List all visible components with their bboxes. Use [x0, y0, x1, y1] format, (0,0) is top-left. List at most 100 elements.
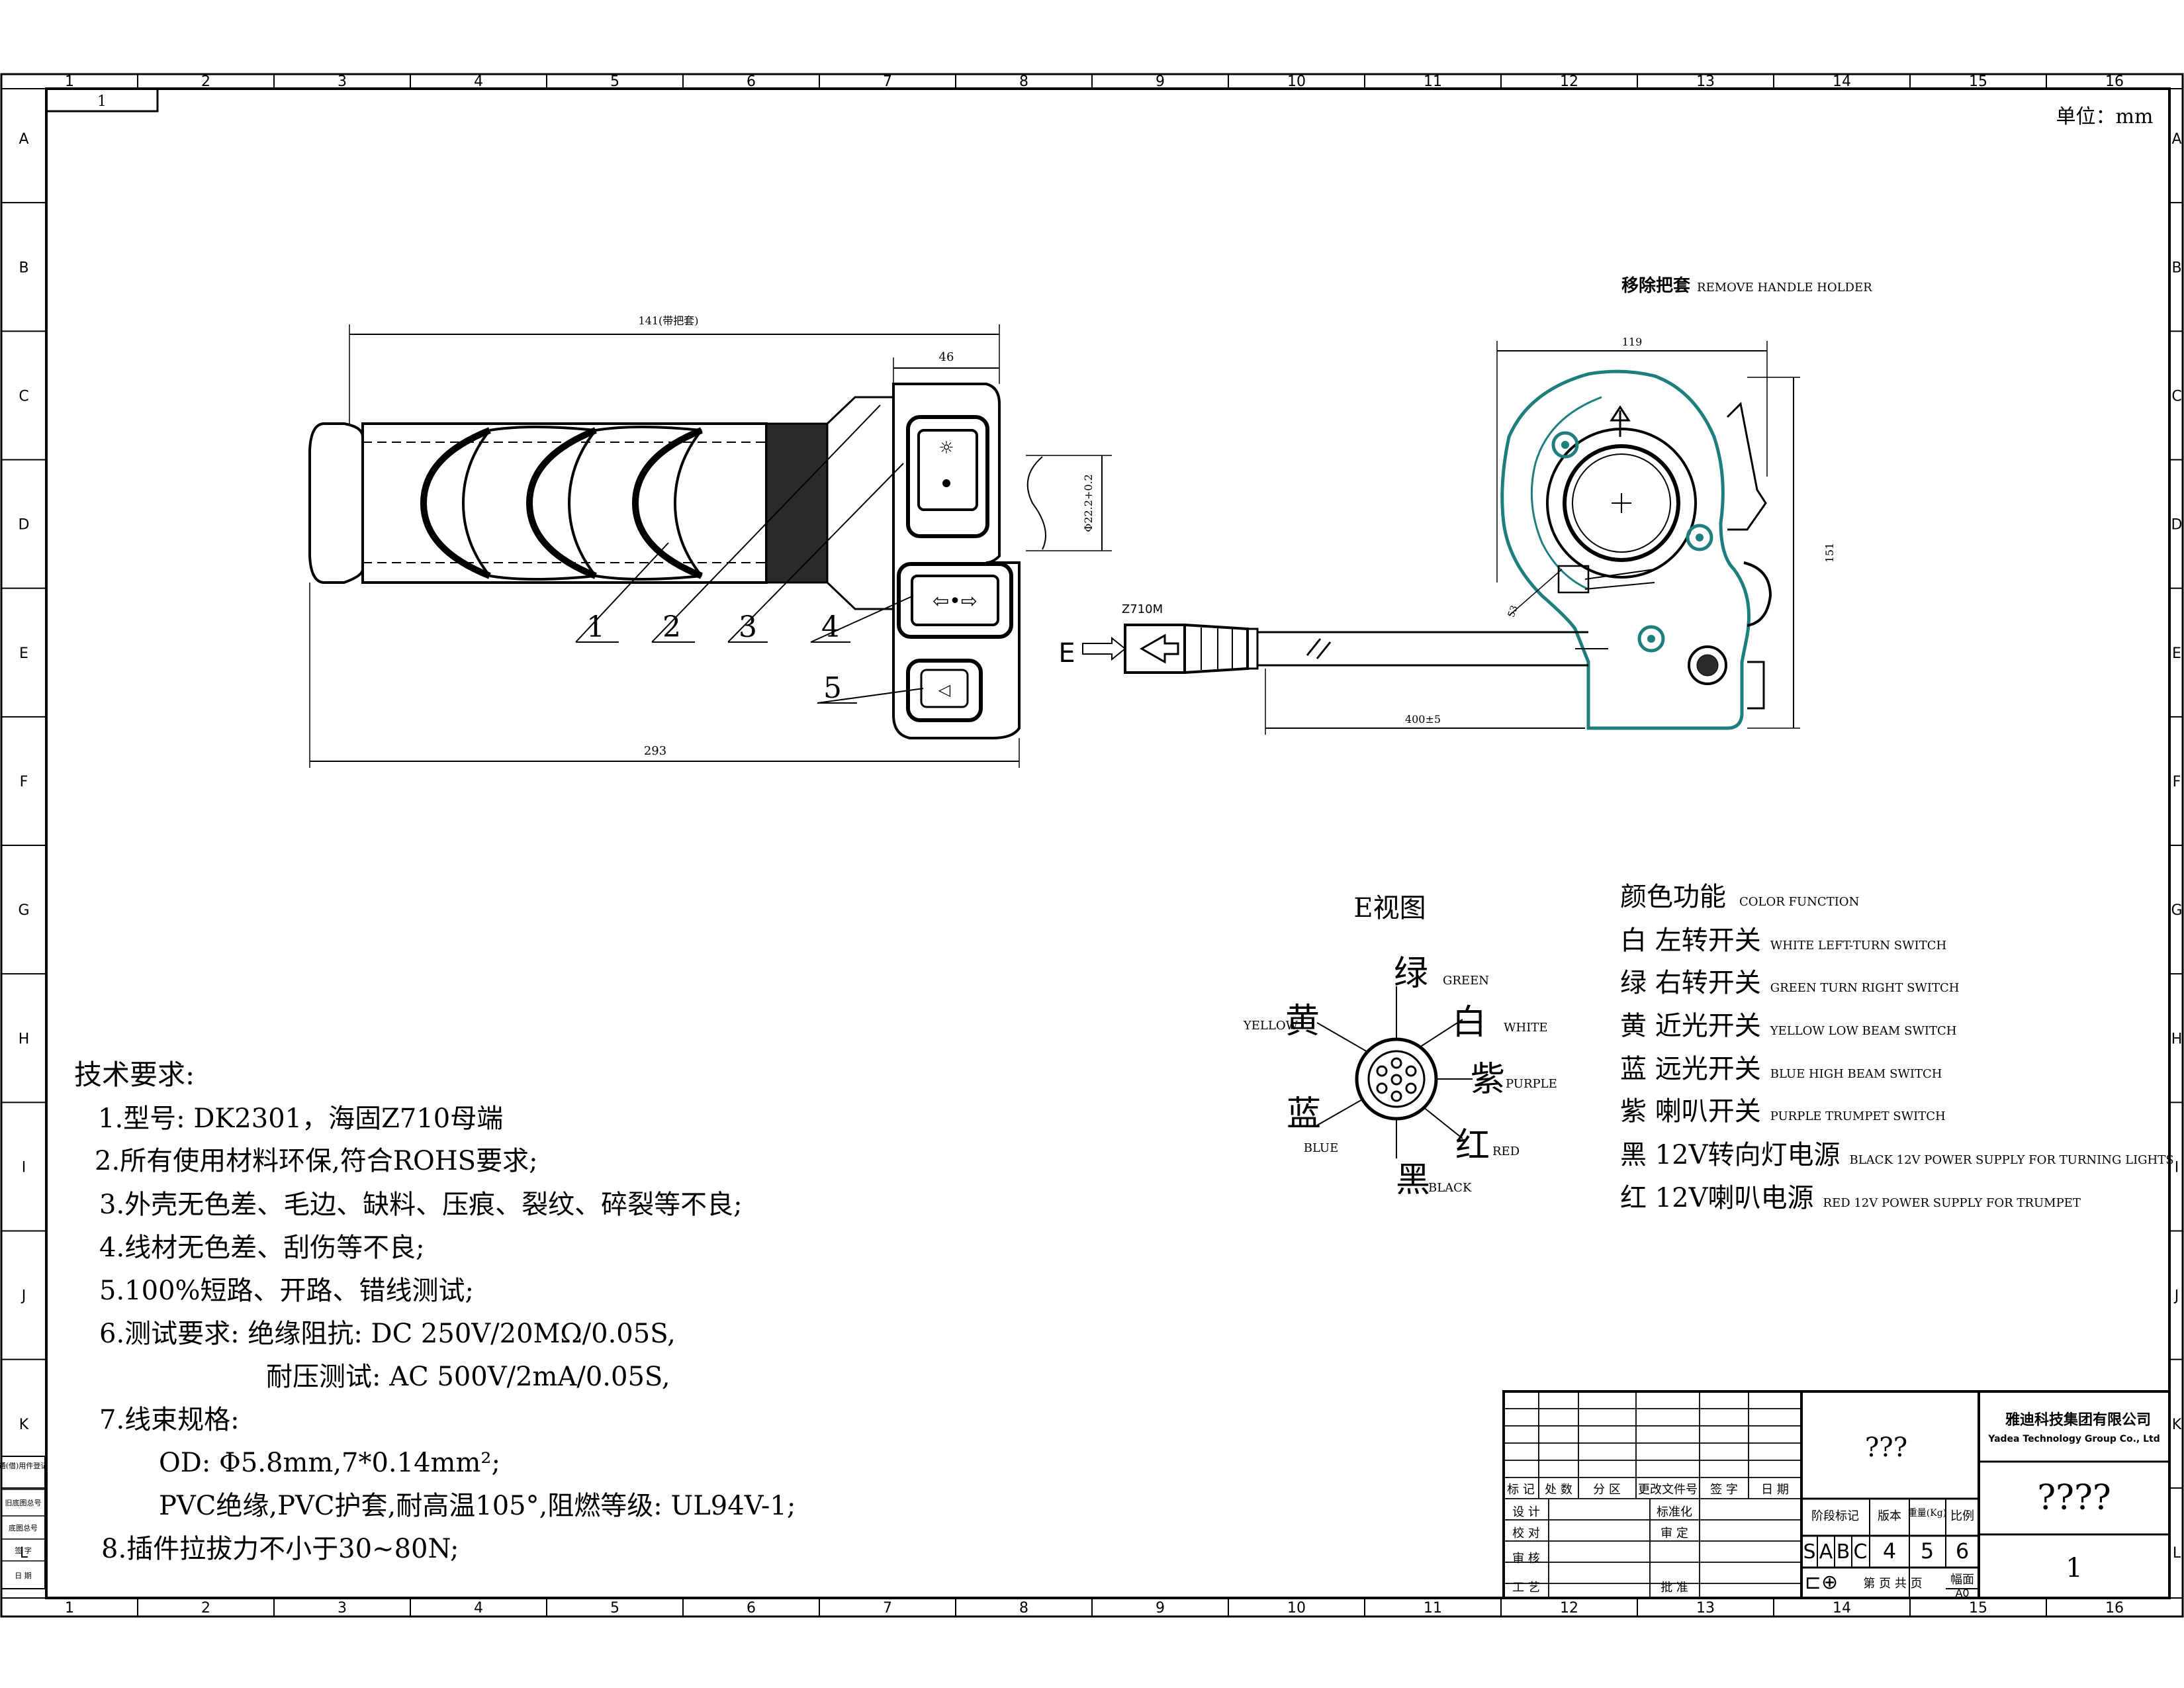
dim-cable: 400±5	[1405, 713, 1441, 726]
pin-red-en: RED	[1492, 1145, 1520, 1158]
row-label: H	[19, 1031, 30, 1047]
e-view-title: E视图	[1353, 893, 1426, 923]
col-label-top: 16	[2105, 73, 2124, 90]
weight-label: 重量(Kg)	[1908, 1508, 1946, 1519]
sign-row-label: 校 对	[1512, 1526, 1540, 1540]
pin-red-cn: 红	[1455, 1126, 1490, 1166]
col-label-top: 4	[474, 73, 483, 90]
column-ticks: 1122334455667788991010111112121313141415…	[65, 73, 2124, 1617]
col-label-bottom: 12	[1560, 1600, 1578, 1617]
sheet-number: 1	[2066, 1553, 2082, 1583]
callout-3: 3	[739, 610, 757, 644]
col-label-top: 15	[1969, 73, 1987, 90]
col-label-bottom: 15	[1969, 1600, 1987, 1617]
row-label: J	[2173, 1288, 2179, 1305]
pin-yellow-en: YELLOW	[1243, 1019, 1298, 1033]
revision-header-cell: 标 记	[1507, 1483, 1535, 1497]
row-label: E	[19, 645, 28, 662]
col-label-top: 11	[1424, 73, 1442, 90]
pin-yellow-cn: 黄	[1285, 1002, 1320, 1041]
stage-label: 阶段标记	[1811, 1509, 1859, 1523]
horn-icon: ◁	[938, 680, 951, 699]
scale-label: 比例	[1950, 1509, 1974, 1523]
company-en: Yadea Technology Group Co., Ltd	[1987, 1434, 2160, 1444]
col-label-top: 9	[1156, 73, 1165, 90]
col-label-bottom: 1	[65, 1600, 74, 1617]
tech-item-1: 1.型号: DK2301，海固Z710母端	[98, 1103, 503, 1134]
drawing-name: ????	[2037, 1478, 2111, 1518]
col-label-bottom: 4	[474, 1600, 483, 1617]
row-label: A	[2171, 131, 2181, 148]
approval-row-label: 审 定	[1661, 1526, 1688, 1540]
col-label-top: 3	[338, 73, 347, 90]
row-label: C	[2171, 388, 2181, 404]
dim-width: 119	[1622, 336, 1643, 348]
col-label-bottom: 10	[1287, 1600, 1306, 1617]
dim-total: 293	[644, 744, 666, 758]
col-label-top: 5	[610, 73, 619, 90]
col-label-bottom: 9	[1156, 1600, 1165, 1617]
col-label-bottom: 14	[1833, 1600, 1851, 1617]
col-label-bottom: 2	[201, 1600, 210, 1617]
col-label-top: 10	[1287, 73, 1306, 90]
tech-requirements: 技术要求: 1.型号: DK2301，海固Z710母端 2.所有使用材料环保,符…	[74, 1058, 796, 1564]
approval-row-label: 批 准	[1661, 1581, 1688, 1595]
handlebar-front-view: 141(带把套) 46 ☼ ⇦•⇨	[308, 314, 1112, 768]
dim-overall-top: 141(带把套)	[638, 314, 698, 327]
col-label-top: 8	[1019, 73, 1028, 90]
e-view: E视图 绿 GREEN 白 WHITE 紫 PURPLE 红 RED 黑 BLA…	[1243, 893, 1557, 1200]
callout-5: 5	[823, 671, 842, 705]
sign-row-label: 审 核	[1512, 1552, 1540, 1566]
col-label-top: 6	[747, 73, 756, 90]
row-label: C	[19, 388, 28, 404]
revision-header-cell: 日 期	[1761, 1483, 1789, 1497]
tech-item-5: 5.100%短路、开路、错线测试;	[99, 1276, 474, 1306]
dim-small: 53	[1506, 604, 1520, 619]
pin-blue-en: BLUE	[1304, 1141, 1339, 1155]
col-label-top: 14	[1833, 73, 1851, 90]
tech-item-8: 8.插件拉拔力不小于30~80N;	[101, 1534, 459, 1564]
title-block: 标 记处 数分 区更改文件号签 字日 期设 计校 对审 核工 艺标准化审 定批 …	[1502, 1390, 2171, 1599]
row-label: F	[2173, 774, 2181, 790]
light-icon: ☼	[938, 438, 954, 458]
callout-1: 1	[586, 610, 605, 644]
strip-cell-0: 通(借)用件登记	[0, 1461, 48, 1470]
company-cn: 雅迪科技集团有限公司	[2005, 1411, 2151, 1429]
revision-header-cell: 签 字	[1710, 1483, 1738, 1497]
stage-b: B	[1837, 1540, 1850, 1564]
pin-purple-cn: 紫	[1471, 1060, 1505, 1100]
sign-row-label: 设 计	[1512, 1505, 1540, 1519]
placeholder-center: ???	[1865, 1432, 1907, 1463]
row-label: A	[19, 131, 28, 148]
revision-header-cell: 更改文件号	[1638, 1483, 1698, 1497]
col-label-top: 7	[883, 73, 892, 90]
scale-value: 6	[1956, 1538, 1969, 1564]
revision-header-cell: 分 区	[1593, 1483, 1621, 1497]
row-label: K	[2172, 1417, 2182, 1433]
dim-height: 151	[1823, 543, 1836, 563]
tech-item-6: 6.测试要求: 绝缘阻抗: DC 250V/20MΩ/0.05S,	[99, 1319, 676, 1349]
col-label-top: 12	[1560, 73, 1578, 90]
archive-strip: 通(借)用件登记 旧底图总号 底图总号 签 字 日 期	[0, 1456, 48, 1589]
tech-item-6b: 耐压测试: AC 500V/2mA/0.05S,	[266, 1362, 670, 1392]
tech-item-7: 7.线束规格:	[99, 1405, 240, 1435]
strip-cell-2: 底图总号	[9, 1523, 38, 1532]
version-label: 版本	[1878, 1509, 1901, 1523]
pin-green-cn: 绿	[1394, 954, 1428, 994]
sheet-text: 第 页 共 页	[1863, 1577, 1922, 1591]
tech-item-7b: PVC绝缘,PVC护套,耐高温105°,阻燃等级: UL94V-1;	[159, 1491, 796, 1521]
col-label-bottom: 3	[338, 1600, 347, 1617]
tech-item-3: 3.外壳无色差、毛边、缺料、压痕、裂纹、碎裂等不良;	[99, 1190, 743, 1220]
stage-a: A	[1819, 1540, 1833, 1564]
row-label: H	[2171, 1031, 2183, 1047]
version-value: 4	[1883, 1538, 1896, 1564]
callout-2: 2	[662, 610, 681, 644]
pin-blue-cn: 蓝	[1287, 1094, 1321, 1134]
unit-label: 单位：mm	[2056, 105, 2154, 128]
tech-item-2: 2.所有使用材料环保,符合ROHS要求;	[95, 1146, 538, 1176]
row-label: F	[20, 774, 28, 790]
